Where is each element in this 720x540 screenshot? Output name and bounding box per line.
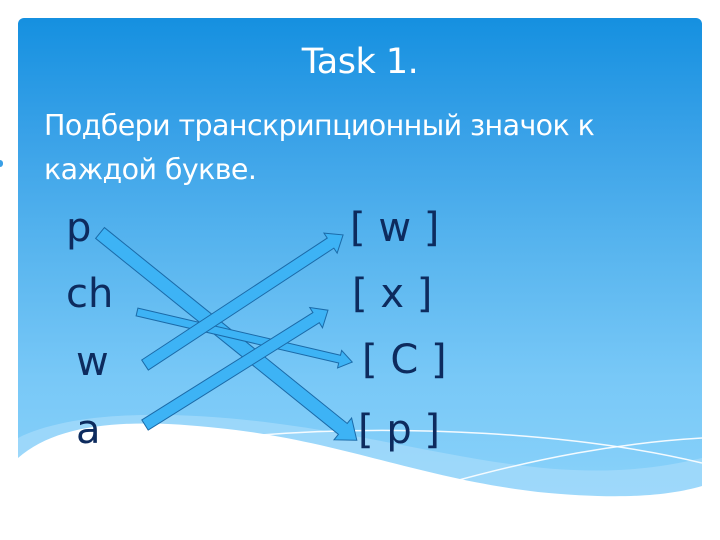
symbol-x: [ x ] <box>352 271 433 317</box>
slide-title: Task 1. <box>301 42 419 82</box>
letter-ch: ch <box>66 271 114 317</box>
letter-p: p <box>66 205 92 251</box>
side-marker <box>0 160 3 167</box>
letter-w: w <box>76 339 109 385</box>
arrow-w-to-w[interactable] <box>138 225 349 375</box>
instruction-text: Подбери транскрипционный значок к каждой… <box>44 109 595 186</box>
arrow-ch-to-c[interactable] <box>135 303 354 371</box>
letter-a: a <box>76 407 101 453</box>
symbol-w: [ w ] <box>350 205 440 251</box>
arrow-a-to-x[interactable] <box>139 300 335 435</box>
wave-decoration <box>18 414 702 498</box>
symbol-p: [ p ] <box>358 407 441 453</box>
symbol-c: [ C ] <box>362 337 447 383</box>
